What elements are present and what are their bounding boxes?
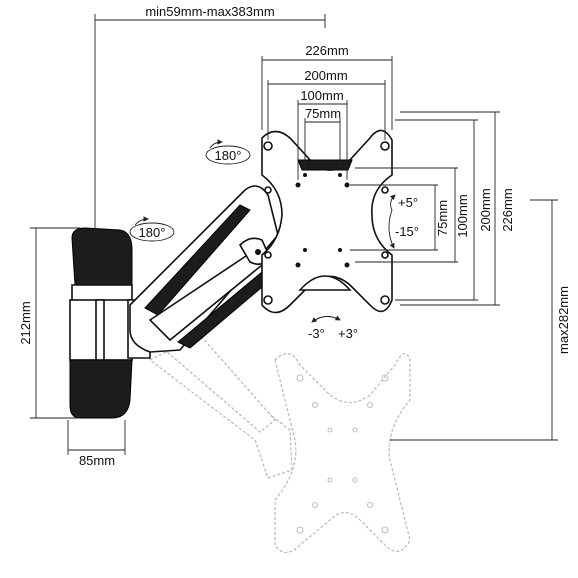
rotation-indicator-top: 180° xyxy=(205,139,251,165)
swivel-indicator: -3° +3° xyxy=(308,315,358,341)
svg-text:212mm: 212mm xyxy=(18,301,33,344)
svg-text:180°: 180° xyxy=(215,148,242,163)
svg-text:75mm: 75mm xyxy=(305,106,341,121)
dim-vesa-horizontal: 226mm 200mm 100mm 75mm xyxy=(261,43,393,180)
svg-text:85mm: 85mm xyxy=(79,453,115,468)
dim-max-height: max282mm xyxy=(390,199,571,441)
ghost-arm xyxy=(148,334,293,479)
dim-vesa-vertical: 226mm 200mm 100mm 75mm xyxy=(350,111,515,306)
rotation-indicator-arm: 180° xyxy=(129,216,175,242)
svg-text:100mm: 100mm xyxy=(455,194,470,237)
svg-text:min59mm-max383mm: min59mm-max383mm xyxy=(145,4,274,19)
svg-text:75mm: 75mm xyxy=(435,200,450,236)
dim-wall-width: 85mm xyxy=(67,420,126,468)
svg-text:226mm: 226mm xyxy=(500,188,515,231)
svg-text:226mm: 226mm xyxy=(305,43,348,58)
svg-text:-15°: -15° xyxy=(395,224,419,239)
svg-text:100mm: 100mm xyxy=(300,88,343,103)
svg-text:180°: 180° xyxy=(139,225,166,240)
dim-arm-extension: min59mm-max383mm xyxy=(94,4,326,240)
ghost-vesa-plate xyxy=(274,353,411,554)
svg-text:+3°: +3° xyxy=(338,326,358,341)
svg-text:200mm: 200mm xyxy=(478,188,493,231)
svg-text:-3°: -3° xyxy=(308,326,325,341)
gas-spring-arm xyxy=(129,185,279,353)
dim-wall-height: 212mm xyxy=(18,227,80,419)
vesa-plate xyxy=(261,129,393,314)
tilt-indicator: +5° -15° xyxy=(388,194,419,249)
svg-text:+5°: +5° xyxy=(398,195,418,210)
svg-text:200mm: 200mm xyxy=(304,68,347,83)
svg-text:max282mm: max282mm xyxy=(556,286,571,354)
